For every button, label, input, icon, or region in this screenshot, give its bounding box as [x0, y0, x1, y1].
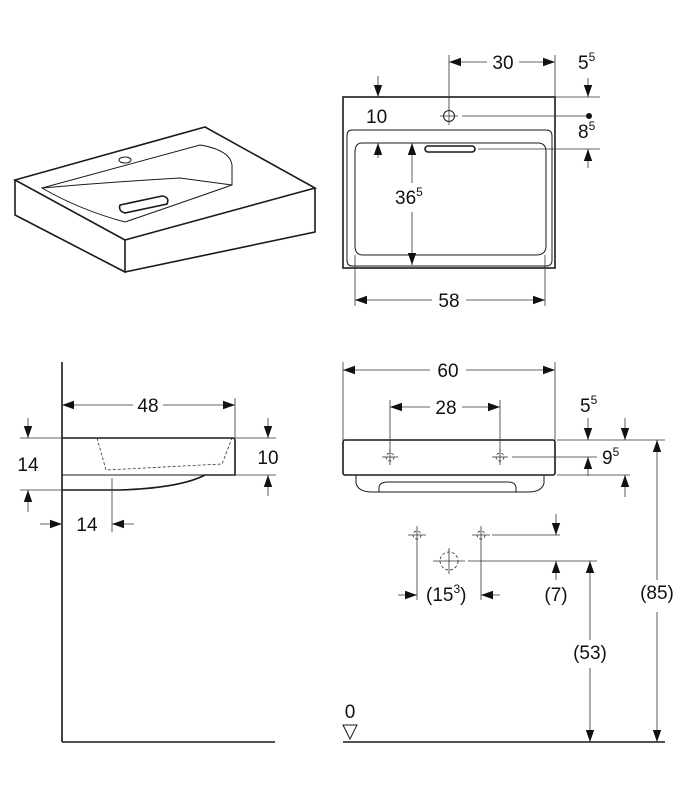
- dim-basin-width: 58: [438, 291, 459, 312]
- dim-height: 14: [17, 455, 39, 476]
- drain-outlet: [433, 548, 465, 574]
- dim-rim: 10: [257, 448, 278, 469]
- bowl-outline: [354, 142, 547, 256]
- tap-hole: [118, 156, 132, 164]
- dim-width: 60: [437, 361, 458, 382]
- basin-body: [14, 180, 316, 274]
- dim-fixing-height: 95: [602, 445, 620, 469]
- dim-drain-height: (53): [573, 643, 607, 664]
- bowl-outline: [40, 144, 233, 223]
- dim-wall-gap: 14: [76, 515, 98, 536]
- dim-tap-offset: 30: [492, 53, 513, 74]
- perspective-view: [12, 126, 318, 274]
- overflow-slot: [118, 195, 169, 214]
- floor-level-marker-icon: [342, 724, 358, 741]
- basin-front: [342, 439, 556, 476]
- plan-view: 30 55 85 10 365 58: [342, 50, 600, 312]
- dim-basin-depth: 365: [395, 185, 423, 209]
- supply-right: [472, 526, 490, 600]
- dim-overflow: 85: [578, 119, 596, 143]
- dim-fixing-spacing: 28: [435, 398, 456, 419]
- side-view: 48 14 10 14: [17, 362, 279, 743]
- dim-depth: 48: [137, 396, 158, 417]
- dim-supply-offset: (7): [544, 585, 567, 606]
- front-view: 60 28 55 95 (85) (7) (153) (53): [342, 361, 674, 743]
- bowl-floor: [41, 177, 233, 189]
- basin-profile: [62, 437, 236, 491]
- dim-edge-top: 55: [578, 50, 596, 74]
- dim-rim-depth: 10: [366, 107, 387, 128]
- dim-supply-spacing: (153): [426, 582, 466, 606]
- floor-level-label: 0: [345, 702, 356, 723]
- supply-left: [408, 526, 426, 600]
- dim-rim-height: (85): [640, 583, 674, 604]
- basin-underside: [355, 475, 545, 493]
- overflow-slot: [424, 145, 476, 153]
- dim-top-offset: 55: [580, 393, 598, 417]
